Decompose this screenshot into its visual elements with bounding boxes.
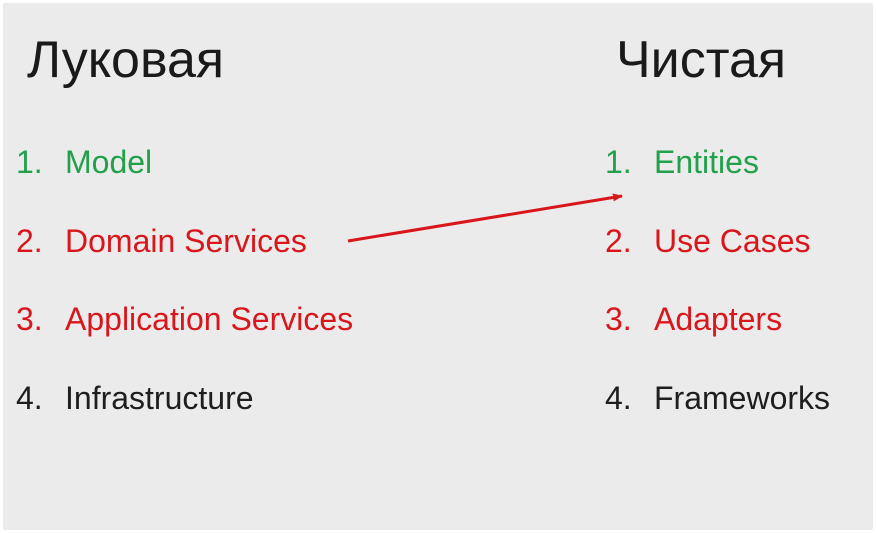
clean-layer-frameworks: 4. Frameworks <box>605 369 830 448</box>
layer-number: 4. <box>605 379 632 416</box>
onion-layer-application-services: 3. Application Services <box>16 290 353 369</box>
clean-layer-list: 1. Entities 2. Use Cases 3. Adapters 4. … <box>605 133 830 447</box>
layer-number: 1. <box>605 144 632 180</box>
layer-number: 2. <box>605 222 632 259</box>
layer-label: Use Cases <box>654 222 811 259</box>
layer-number: 3. <box>605 301 632 337</box>
arrow-line <box>347 193 623 243</box>
layer-label: Frameworks <box>654 379 831 416</box>
onion-layer-infrastructure: 4. Infrastructure <box>16 369 353 448</box>
layer-number: 3. <box>16 301 43 337</box>
layer-number: 4. <box>16 379 43 416</box>
layer-label: Application Services <box>65 301 354 337</box>
clean-layer-use-cases: 2. Use Cases <box>605 212 830 291</box>
onion-layer-model: 1. Model <box>16 133 353 212</box>
layer-label: Adapters <box>654 301 783 337</box>
clean-column-title: Чистая <box>616 31 787 89</box>
layer-label: Model <box>65 144 153 180</box>
clean-layer-entities: 1. Entities <box>605 133 830 212</box>
slide <box>3 3 873 530</box>
layer-label: Entities <box>654 144 759 180</box>
onion-layer-domain-services: 2. Domain Services <box>16 212 353 291</box>
clean-layer-adapters: 3. Adapters <box>605 290 830 369</box>
onion-column-title: Луковая <box>27 31 225 89</box>
layer-number: 2. <box>16 222 43 259</box>
layer-label: Domain Services <box>65 222 307 259</box>
onion-layer-list: 1. Model 2. Domain Services 3. Applicati… <box>16 133 353 447</box>
layer-number: 1. <box>16 144 43 180</box>
layer-label: Infrastructure <box>65 379 254 416</box>
